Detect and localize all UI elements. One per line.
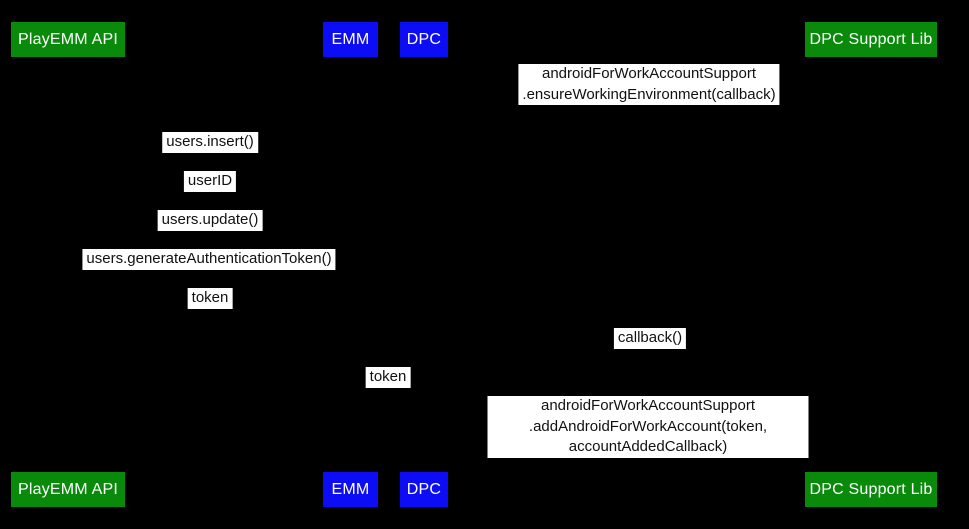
message-users-update: users.update() xyxy=(157,210,263,231)
participant-dpc-support-lib-top: DPC Support Lib xyxy=(805,22,937,57)
message-user-id: userID xyxy=(183,171,237,192)
participant-emm-bottom: EMM xyxy=(323,472,378,507)
message-token-forward: token xyxy=(365,367,411,388)
participant-playemm-api-bottom: PlayEMM API xyxy=(11,472,125,507)
participant-dpc-bottom: DPC xyxy=(400,472,448,507)
participant-emm-top: EMM xyxy=(323,22,378,57)
message-ensure-working-environment: androidForWorkAccountSupport .ensureWork… xyxy=(518,64,780,105)
message-callback: callback() xyxy=(613,328,687,349)
message-generate-authentication-token: users.generateAuthenticationToken() xyxy=(82,249,336,270)
participant-dpc-top: DPC xyxy=(400,22,448,57)
participant-playemm-api-top: PlayEMM API xyxy=(11,22,125,57)
message-add-android-for-work-account: androidForWorkAccountSupport .addAndroid… xyxy=(487,396,809,458)
message-token-response: token xyxy=(187,288,233,309)
participant-dpc-support-lib-bottom: DPC Support Lib xyxy=(805,472,937,507)
message-users-insert: users.insert() xyxy=(162,132,258,153)
